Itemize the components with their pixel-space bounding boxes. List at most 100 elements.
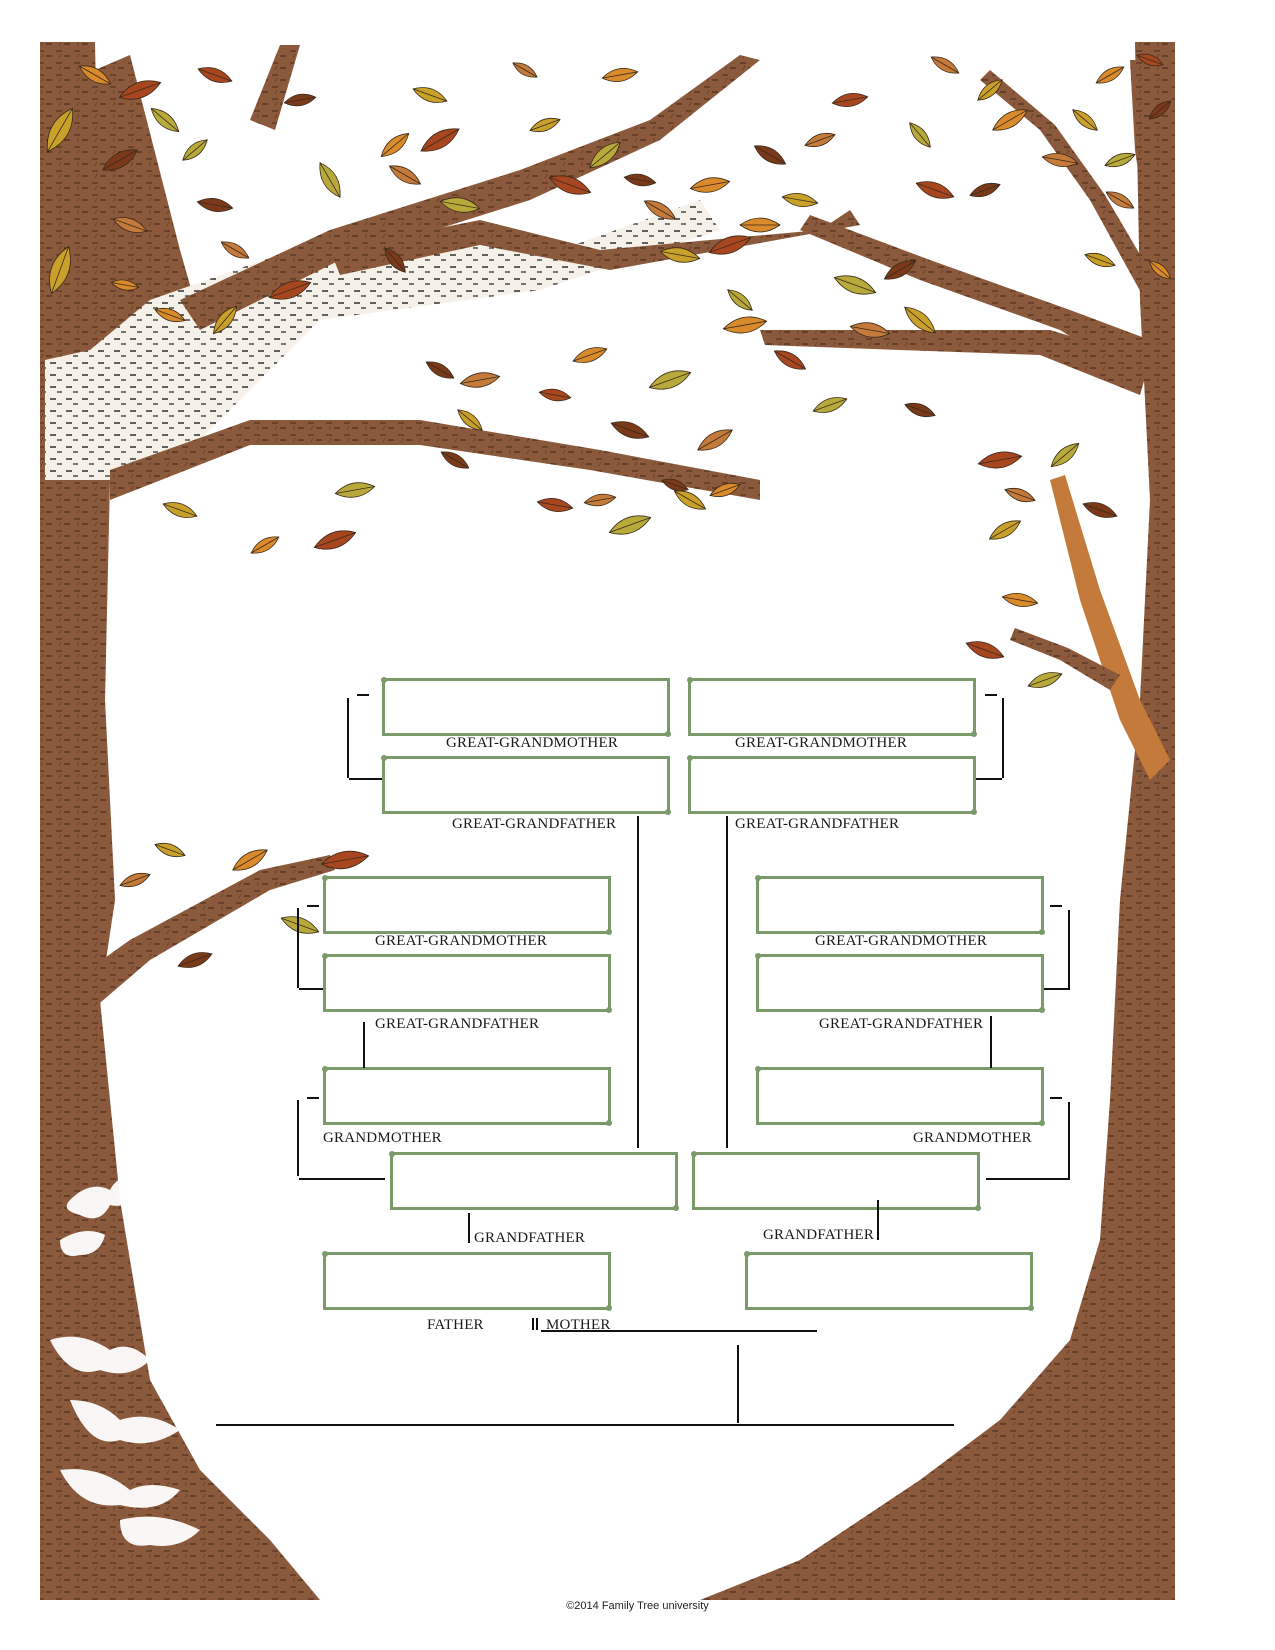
leaf-vein (425, 361, 455, 379)
label-grandmother-left: GRANDMOTHER (323, 1130, 442, 1146)
leaf-vein (197, 201, 233, 209)
leaf-vein (916, 182, 954, 198)
leaf-vein (321, 855, 369, 865)
leaf-vein (457, 409, 483, 431)
leaf-vein (969, 184, 1001, 196)
leaf-vein (182, 139, 208, 161)
box-grandmother-left[interactable] (322, 1066, 612, 1126)
leaf-vein (529, 119, 561, 131)
box-great-grandmother-mid-right[interactable] (755, 875, 1045, 935)
right-upper-branch-4 (1130, 60, 1165, 250)
right-trunk (700, 42, 1175, 1600)
leaf-vein (250, 536, 280, 554)
leaf-vein (966, 642, 1004, 658)
leaf-vein (1004, 489, 1036, 501)
leaf-vein (661, 479, 689, 491)
leaf-vein (660, 251, 700, 259)
leaf-vein (537, 501, 573, 509)
label-great-grandmother-top-left: GREAT-GRANDMOTHER (446, 735, 619, 751)
leaf-vein (884, 260, 916, 280)
label-great-grandfather-mid-right: GREAT-GRANDFATHER (819, 1016, 984, 1032)
leaf-vein (319, 162, 341, 198)
leaf-vein (111, 282, 139, 288)
leaf-vein (79, 65, 111, 85)
leaf-vein (539, 391, 571, 399)
leaf-vein (1084, 254, 1116, 266)
leaf-vein (1072, 109, 1098, 131)
leaf-vein (727, 289, 753, 311)
leaf-vein (549, 177, 591, 193)
leaf-vein (804, 134, 836, 146)
birch-branch (45, 200, 720, 480)
leaf-vein (697, 429, 733, 451)
label-great-grandmother-mid-right: GREAT-GRANDMOTHER (815, 933, 988, 949)
copyright-footer: ©2014 Family Tree university (566, 1600, 709, 1612)
leaf-vein (909, 122, 931, 148)
leaf-vein (384, 247, 406, 273)
leaf-vein (930, 56, 960, 74)
leaf-vein (572, 348, 608, 362)
leaf-vein (197, 68, 233, 82)
box-great-grandfather-mid-right[interactable] (755, 953, 1045, 1013)
left-lower-branch (60, 855, 335, 1020)
label-grandmother-right: GRANDMOTHER (913, 1130, 1032, 1146)
box-mother[interactable] (744, 1251, 1034, 1311)
leaf-vein (269, 282, 311, 298)
leaf-vein (281, 917, 319, 933)
top-branch-2 (330, 210, 860, 275)
leaf-vein (284, 96, 316, 104)
box-great-grandmother-mid-left[interactable] (322, 875, 612, 935)
box-grandmother-right[interactable] (755, 1066, 1045, 1126)
leaf-vein (589, 141, 621, 169)
leaf-vein (774, 350, 806, 370)
label-mother: MOTHER (546, 1317, 611, 1333)
leaf-vein (154, 844, 186, 856)
leaf-vein (977, 79, 1003, 101)
leaves (46, 53, 1172, 968)
leaf-vein (1002, 596, 1038, 604)
label-great-grandfather-top-right: GREAT-GRANDFATHER (735, 816, 900, 832)
box-great-grandfather-mid-left[interactable] (322, 953, 612, 1013)
leaf-vein (624, 176, 656, 184)
leaf-vein (1027, 673, 1063, 687)
leaf-vein (440, 201, 480, 209)
box-grandfather-right[interactable] (691, 1151, 981, 1211)
leaf-vein (602, 71, 638, 79)
label-great-grandmother-mid-left: GREAT-GRANDMOTHER (375, 933, 548, 949)
leaf-vein (644, 200, 676, 220)
leaf-vein (584, 496, 616, 504)
leaf-vein (220, 241, 250, 259)
leaf-vein (723, 320, 767, 330)
leaf-vein (1050, 443, 1080, 467)
box-great-grandfather-top-right[interactable] (687, 755, 977, 815)
leaf-vein (812, 398, 848, 412)
box-father[interactable] (322, 1251, 612, 1311)
middle-branch (110, 420, 760, 500)
leaf-vein (989, 520, 1021, 540)
leaf-vein (754, 145, 786, 165)
leaf-vein (119, 874, 151, 886)
label-grandfather-left: GRANDFATHER (474, 1230, 586, 1246)
box-great-grandfather-top-left[interactable] (381, 755, 671, 815)
leaf-vein (1149, 260, 1171, 280)
leaf-vein (904, 306, 936, 334)
leaf-vein (150, 108, 180, 132)
leaf-vein (1082, 503, 1118, 517)
leaf-vein (674, 490, 706, 510)
leaf-vein (992, 109, 1028, 131)
leaf-vein (177, 953, 213, 967)
leaf-vein (832, 96, 868, 104)
leaf-vein (904, 404, 936, 416)
leaf-vein (782, 196, 818, 204)
leaf-vein (649, 372, 691, 388)
box-great-grandmother-top-right[interactable] (687, 677, 977, 737)
right-upper-branch-3 (980, 70, 1155, 300)
label-great-grandfather-top-left: GREAT-GRANDFATHER (452, 816, 617, 832)
leaf-vein (1095, 66, 1125, 84)
box-great-grandmother-top-left[interactable] (381, 677, 671, 737)
leaf-vein (380, 133, 410, 157)
leaf-vein (162, 503, 198, 517)
leaf-vein (1104, 154, 1136, 166)
box-grandfather-left[interactable] (389, 1151, 679, 1211)
